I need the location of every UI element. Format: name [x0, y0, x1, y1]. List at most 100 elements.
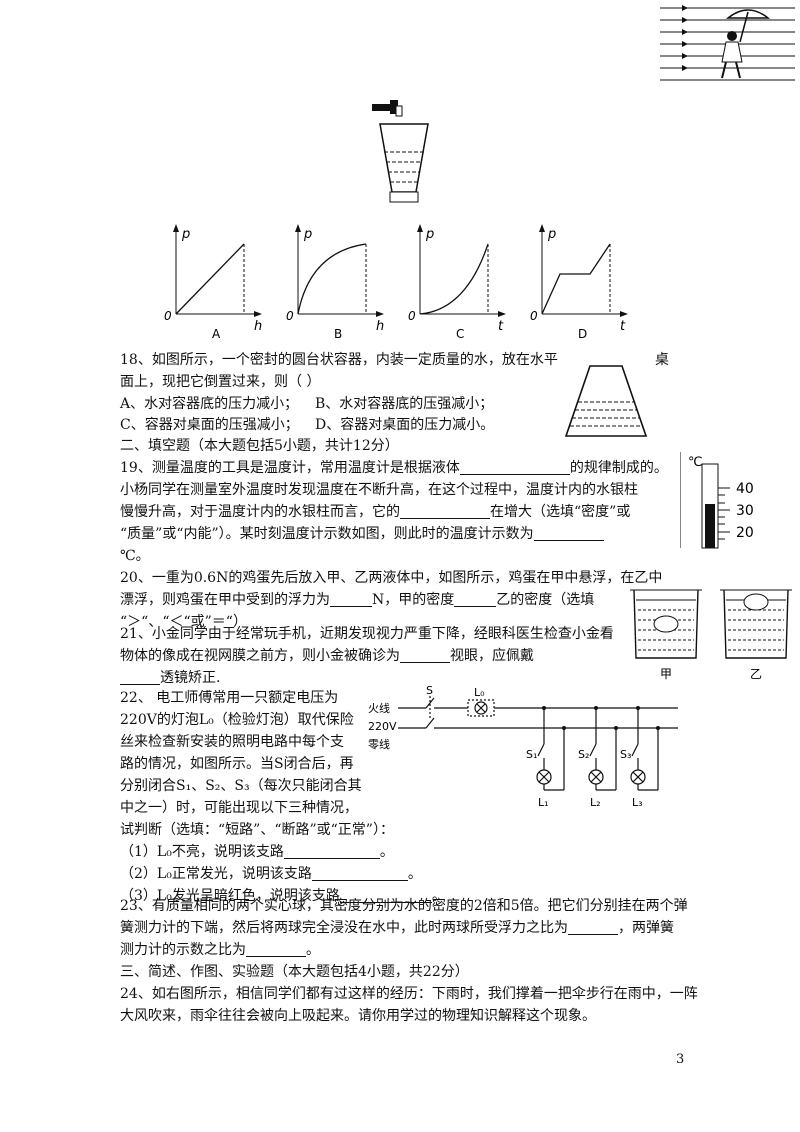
- q23-blank-2[interactable]: [246, 942, 306, 957]
- graph-c-y-label: p: [425, 227, 434, 242]
- q21-line1: 21、小金同学由于经常玩手机，近期发现视力严重下降，经眼科医生检查小金看: [120, 626, 614, 642]
- q21-text-a: 物体的像成在视网膜之前方，则小金被确诊为: [120, 648, 400, 664]
- q18-line1-end: 桌: [655, 352, 669, 368]
- q19-text-e: “质量”或“内能”）。某时刻温度计示数如图，则此时的温度计示数为: [120, 526, 534, 542]
- q23-text-b: ，两弹簧: [618, 920, 674, 936]
- circuit-neutral-label: 零线: [368, 737, 390, 751]
- q21-blank-2[interactable]: [120, 670, 160, 685]
- q21-text-c: 透镜矫正.: [160, 670, 221, 686]
- q20-text-c: 乙的密度（选填: [496, 592, 595, 608]
- q22-sub1-end: 。: [379, 844, 394, 860]
- q22-line4: 路的情况，如图所示。当S闭合后，再: [120, 756, 354, 772]
- graph-d-x-label: t: [620, 319, 626, 334]
- graph-b-x-label: h: [376, 319, 384, 334]
- sealed-container-figure: [564, 365, 648, 437]
- q19-line3: 慢慢升高，对于温度计内的水银柱而言，它的 在增大（选填“密度”或: [120, 502, 630, 522]
- beaker-left-label: 甲: [660, 667, 672, 681]
- q19-text-d: 在增大（选填“密度”或: [490, 504, 631, 520]
- graph-d: p 0 t D: [530, 224, 628, 341]
- thermometer-figure: ℃ 40 30 20: [680, 452, 754, 549]
- q19-text-b: 的规律制成的。: [569, 460, 668, 476]
- graph-c-origin: 0: [408, 309, 416, 323]
- q22-sub3-text: （3）L₀发光呈暗红色，说明该支路: [120, 888, 340, 904]
- thermometer-unit: ℃: [688, 455, 703, 470]
- q22-blank-2[interactable]: [311, 866, 408, 881]
- q22-blank-1[interactable]: [283, 844, 380, 859]
- circuit-voltage-label: 220V: [368, 720, 397, 733]
- graph-c-letter: C: [456, 327, 464, 341]
- q20-line3: “＞“、“＜“或”＝“）: [120, 614, 247, 630]
- thermometer-tick-20: 20: [736, 525, 754, 541]
- q21-text-b: 视眼，应佩戴: [450, 648, 534, 664]
- graph-d-origin: 0: [530, 309, 538, 323]
- tap-container-figure: [372, 100, 429, 203]
- q21-line2: 物体的像成在视网膜之前方，则小金被确诊为 视眼，应佩戴: [120, 646, 534, 666]
- section-2-heading: 二、填空题（本大题包括5小题，共计12分）: [120, 438, 399, 454]
- q19-blank-1[interactable]: [459, 460, 570, 475]
- q19-line4: “质量”或“内能”）。某时刻温度计示数如图，则此时的温度计示数为: [120, 524, 604, 544]
- circuit-switch-2: S₂: [578, 748, 589, 761]
- q20-line1: 20、一重为0.6N的鸡蛋先后放入甲、乙两液体中，如图所示，鸡蛋在甲中悬浮，在乙…: [120, 570, 663, 586]
- circuit-tester-label: L₀: [474, 686, 485, 699]
- circuit-lamp-2: L₂: [590, 796, 601, 809]
- graph-a-letter: A: [212, 327, 221, 341]
- q18-option-d: D、容器对桌面的压力减小。: [315, 417, 495, 433]
- circuit-switch-label: S: [426, 686, 433, 697]
- q22-blank-3[interactable]: [339, 888, 432, 903]
- q23-blank-1[interactable]: [568, 920, 618, 935]
- q18-line2: 面上，现把它倒置过来，则（ ）: [120, 374, 321, 390]
- q22-line5: 分别闭合S₁、S₂、S₃（每次只能闭合其: [120, 778, 362, 794]
- thermometer-tick-40: 40: [736, 481, 754, 497]
- q20-blank-2[interactable]: [454, 592, 497, 607]
- q18-option-b: B、水对容器底的压强减小；: [315, 396, 494, 412]
- q21-blank-1[interactable]: [400, 648, 450, 663]
- circuit-lamp-1: L₁: [538, 796, 549, 809]
- q23-text-c: 测力计的示数之比为: [120, 942, 246, 958]
- q19-blank-3[interactable]: [533, 526, 604, 541]
- graph-c-x-label: t: [498, 319, 504, 334]
- page-number: 3: [676, 1052, 685, 1067]
- q23-line2: 簧测力计的下端，然后将两球完全浸没在水中，此时两球所受浮力之比为 ，两弹簧: [120, 918, 674, 938]
- q19-line5: ℃。: [120, 548, 150, 564]
- circuit-live-label: 火线: [368, 701, 390, 715]
- graph-b: p 0 h B: [286, 224, 384, 341]
- q22-line2: 220V的灯泡L₀（检验灯泡）取代保险: [120, 712, 354, 728]
- circuit-switch-3: S₃: [620, 748, 631, 761]
- q24-line1: 24、如右图所示，相信同学们都有过这样的经历：下雨时，我们撑着一把伞步行在雨中，…: [120, 986, 698, 1002]
- q23-text-d: 。: [306, 942, 320, 958]
- graph-c: p 0 t C: [408, 224, 506, 341]
- q22-line7: 试判断（选填：“短路”、“断路”或“正常”）：: [120, 822, 394, 838]
- q19-blank-2[interactable]: [400, 504, 490, 519]
- q18-option-a: A、水对容器底的压力减小；: [120, 396, 299, 412]
- circuit-diagram: 火线 220V 零线: [368, 686, 678, 809]
- q20-blank-1[interactable]: [330, 592, 372, 607]
- q22-line6: 中之一）时，可能出现以下三种情况，: [120, 800, 358, 816]
- q22-sub2-end: 。: [407, 866, 422, 882]
- q22-sub2-text: （2）L₀正常发光，说明该支路: [120, 866, 312, 882]
- beakers-figure: 甲 乙: [630, 589, 792, 681]
- q18-line1: 18、如图所示，一个密封的圆台状容器，内装一定质量的水，放在水平: [120, 352, 558, 368]
- q22-sub2: （2）L₀正常发光，说明该支路 。: [120, 864, 422, 884]
- q19-text-c: 慢慢升高，对于温度计内的水银柱而言，它的: [120, 504, 400, 520]
- graph-b-letter: B: [334, 327, 342, 341]
- q20-text-a: 漂浮，则鸡蛋在甲中受到的浮力为: [120, 592, 330, 608]
- q23-line1: 23、有质量相同的两个实心球，其密度分别为水的密度的2倍和5倍。把它们分别挂在两…: [120, 898, 688, 914]
- graph-a-x-label: h: [254, 319, 262, 334]
- graph-a: p 0 h A: [164, 224, 262, 341]
- umbrella-wind-figure: [660, 5, 795, 81]
- graph-a-origin: 0: [164, 309, 172, 323]
- q22-sub1: （1）L₀不亮，说明该支路 。: [120, 842, 394, 862]
- q22-line3: 丝来检查新安装的照明电路中每个支: [120, 734, 344, 750]
- q19-text-a: 19、测量温度的工具是温度计，常用温度计是根据液体: [120, 460, 460, 476]
- q22-sub1-text: （1）L₀不亮，说明该支路: [120, 844, 284, 860]
- thermometer-tick-30: 30: [736, 503, 754, 519]
- graph-b-origin: 0: [286, 309, 294, 323]
- graph-d-letter: D: [578, 327, 587, 341]
- circuit-lamp-3: L₃: [632, 796, 643, 809]
- graph-d-y-label: p: [547, 227, 556, 242]
- q22-sub3-end: 。: [431, 888, 446, 904]
- q23-text-a: 簧测力计的下端，然后将两球完全浸没在水中，此时两球所受浮力之比为: [120, 920, 568, 936]
- circuit-switch-1: S₁: [526, 748, 537, 761]
- q22-line1: 22、 电工师傅常用一只额定电压为: [120, 690, 339, 706]
- beaker-right-label: 乙: [750, 667, 762, 681]
